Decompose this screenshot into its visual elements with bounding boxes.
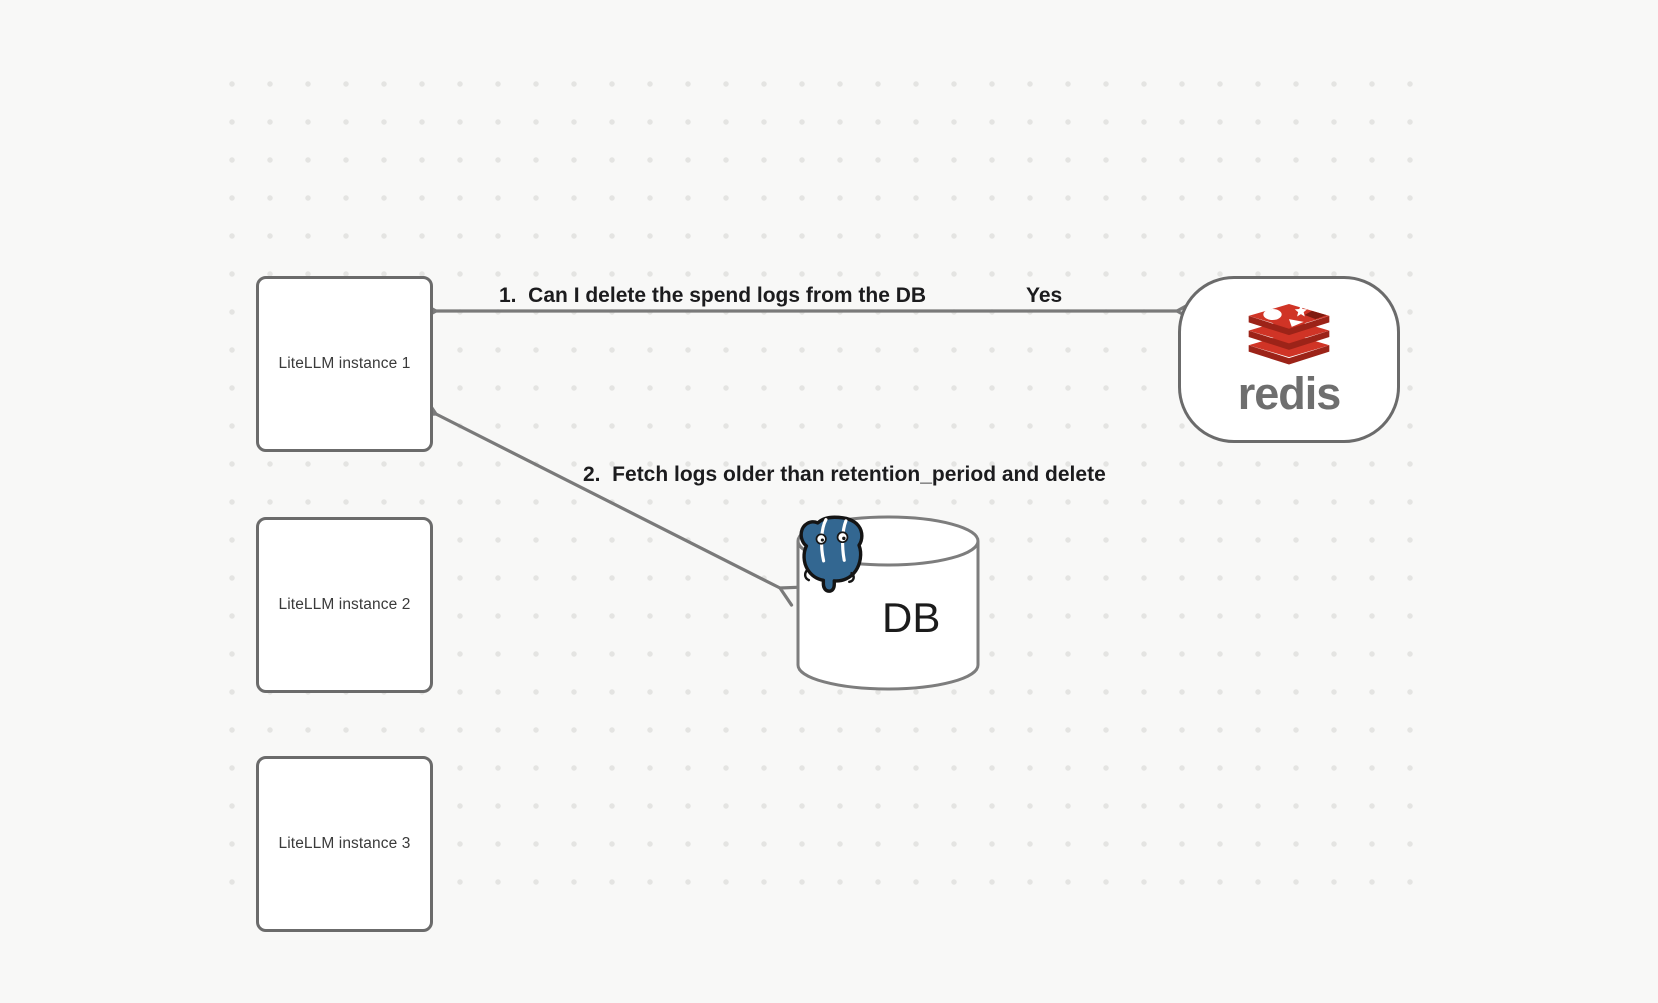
edge-1-response-label: Yes [1026, 284, 1063, 307]
edge-2-label: 2. Fetch logs older than retention_perio… [583, 463, 1106, 486]
litellm-instance-3-label: LiteLLM instance 3 [278, 835, 411, 852]
database-label: DB [882, 594, 941, 641]
redis-logo-icon [1248, 304, 1330, 365]
litellm-instance-2-label: LiteLLM instance 2 [278, 596, 411, 613]
edge-1-label: 1. Can I delete the spend logs from the … [499, 284, 927, 307]
node-litellm-instance-3[interactable]: LiteLLM instance 3 [256, 756, 433, 932]
litellm-instance-1-label: LiteLLM instance 1 [278, 355, 411, 372]
node-redis[interactable]: redis [1178, 276, 1400, 443]
redis-wordmark: redis [1237, 368, 1342, 420]
node-database[interactable]: DB [794, 513, 982, 693]
node-litellm-instance-1[interactable]: LiteLLM instance 1 [256, 276, 433, 452]
postgresql-logo [799, 515, 864, 593]
node-litellm-instance-2[interactable]: LiteLLM instance 2 [256, 517, 433, 693]
